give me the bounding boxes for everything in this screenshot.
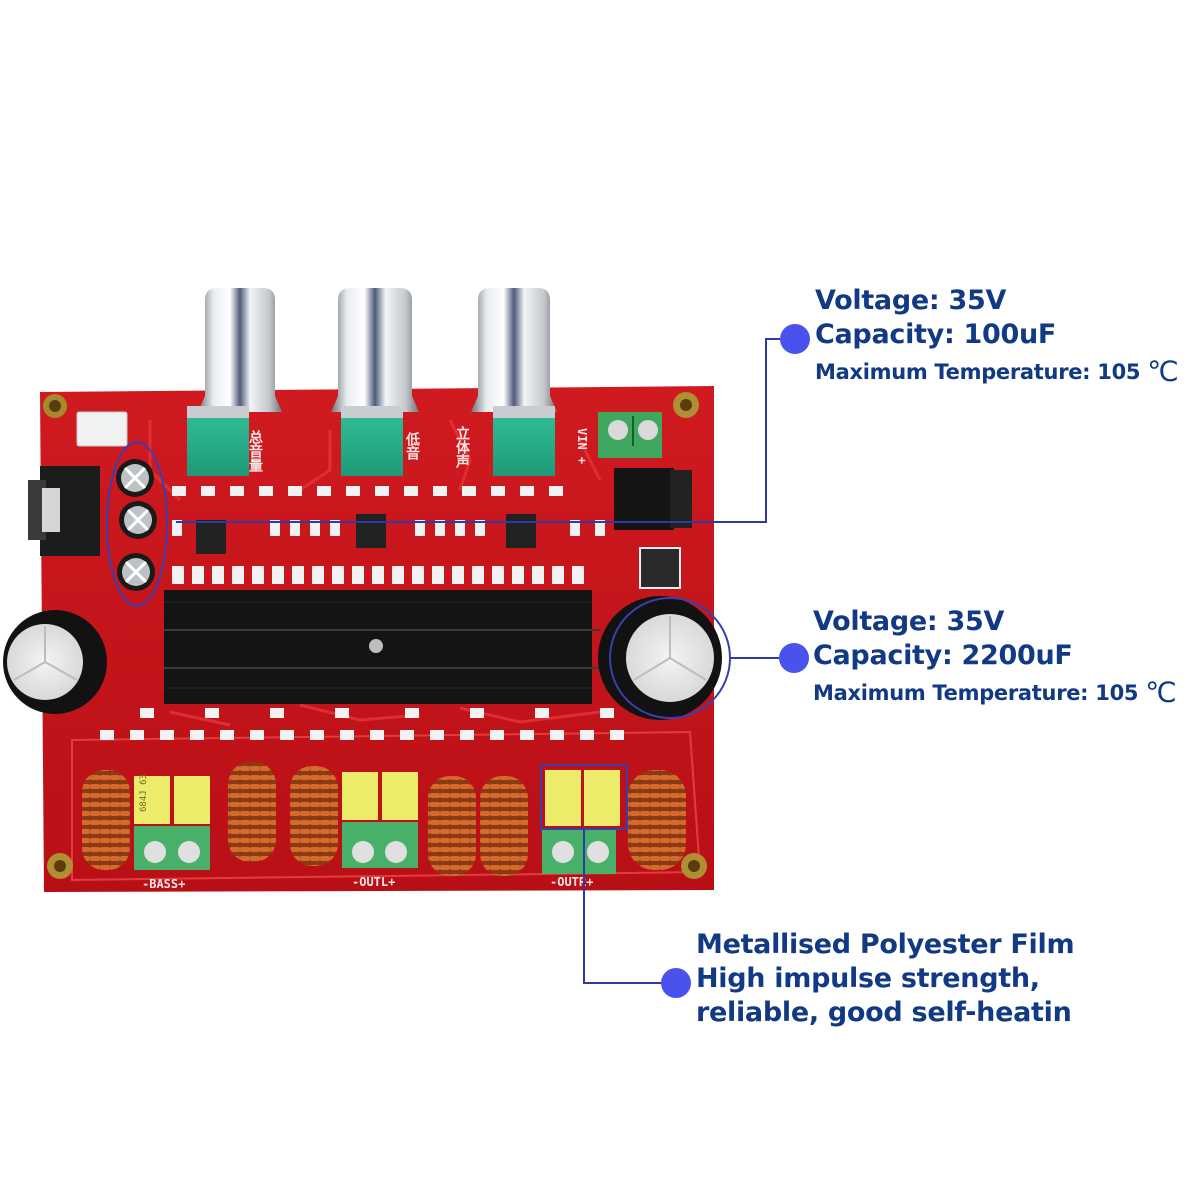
pot-label-bass: 低音: [404, 431, 421, 461]
callout-film-capacitor: Metallised Polyester Film High impulse s…: [696, 928, 1075, 1029]
small-capacitors: [106, 441, 168, 607]
callout-film-cap-desc-2: reliable, good self-heatin: [696, 996, 1072, 1028]
heatsink: [164, 590, 600, 704]
pot-label-stereo: 立体声: [454, 425, 471, 469]
audio-jack: [28, 466, 100, 556]
callout-dot-film-cap: [661, 968, 691, 998]
mounting-holes: [43, 392, 707, 879]
callout-film-cap-desc-1: High impulse strength,: [696, 962, 1040, 994]
smd-components: [100, 486, 624, 740]
large-capacitor-right: [598, 596, 731, 720]
potentiometer-knobs: [187, 288, 557, 476]
output-label-bass: -BASS+: [142, 877, 185, 891]
output-label-outl: -OUTL+: [352, 875, 395, 889]
pot-label-master: 总音量: [247, 429, 263, 473]
callout-large-capacitor: Voltage: 35V Capacity: 2200uF Maximum Te…: [813, 605, 1177, 710]
callout-small-cap-temperature: Maximum Temperature: 105 ℃: [815, 354, 1179, 388]
output-stages: -BASS+ -OUTL+ -OUTR+ 684J 63: [134, 764, 628, 891]
output-label-outr: -OUTR+: [550, 875, 593, 889]
callout-lines: [176, 338, 790, 984]
callout-large-cap-voltage: Voltage: 35V: [813, 606, 1005, 637]
power-input: VIN +: [575, 412, 692, 589]
outr-output: [540, 764, 628, 874]
outl-output: [342, 772, 418, 868]
callout-film-cap-title: Metallised Polyester Film: [696, 929, 1075, 960]
pot-bass: [331, 288, 419, 476]
callout-dot-small-cap: [780, 324, 810, 354]
vin-label: VIN +: [575, 428, 589, 464]
callout-dot-large-cap: [779, 643, 809, 673]
svg-text:684J 63: 684J 63: [139, 774, 149, 812]
callout-small-capacitor: Voltage: 35V Capacity: 100uF Maximum Tem…: [815, 284, 1179, 389]
small-cap-highlight-ring: [106, 441, 168, 607]
callout-small-cap-voltage: Voltage: 35V: [815, 285, 1007, 316]
large-capacitor-left: [3, 610, 107, 714]
inductors: [82, 762, 686, 876]
pot-stereo: [471, 288, 557, 476]
callout-small-cap-capacity: Capacity: 100uF: [815, 318, 1057, 350]
callout-large-cap-capacity: Capacity: 2200uF: [813, 639, 1073, 671]
pot-master-volume: [187, 288, 282, 476]
callout-large-cap-temperature: Maximum Temperature: 105 ℃: [813, 675, 1177, 709]
bass-output: [134, 776, 210, 870]
jst-connector: [76, 411, 128, 447]
